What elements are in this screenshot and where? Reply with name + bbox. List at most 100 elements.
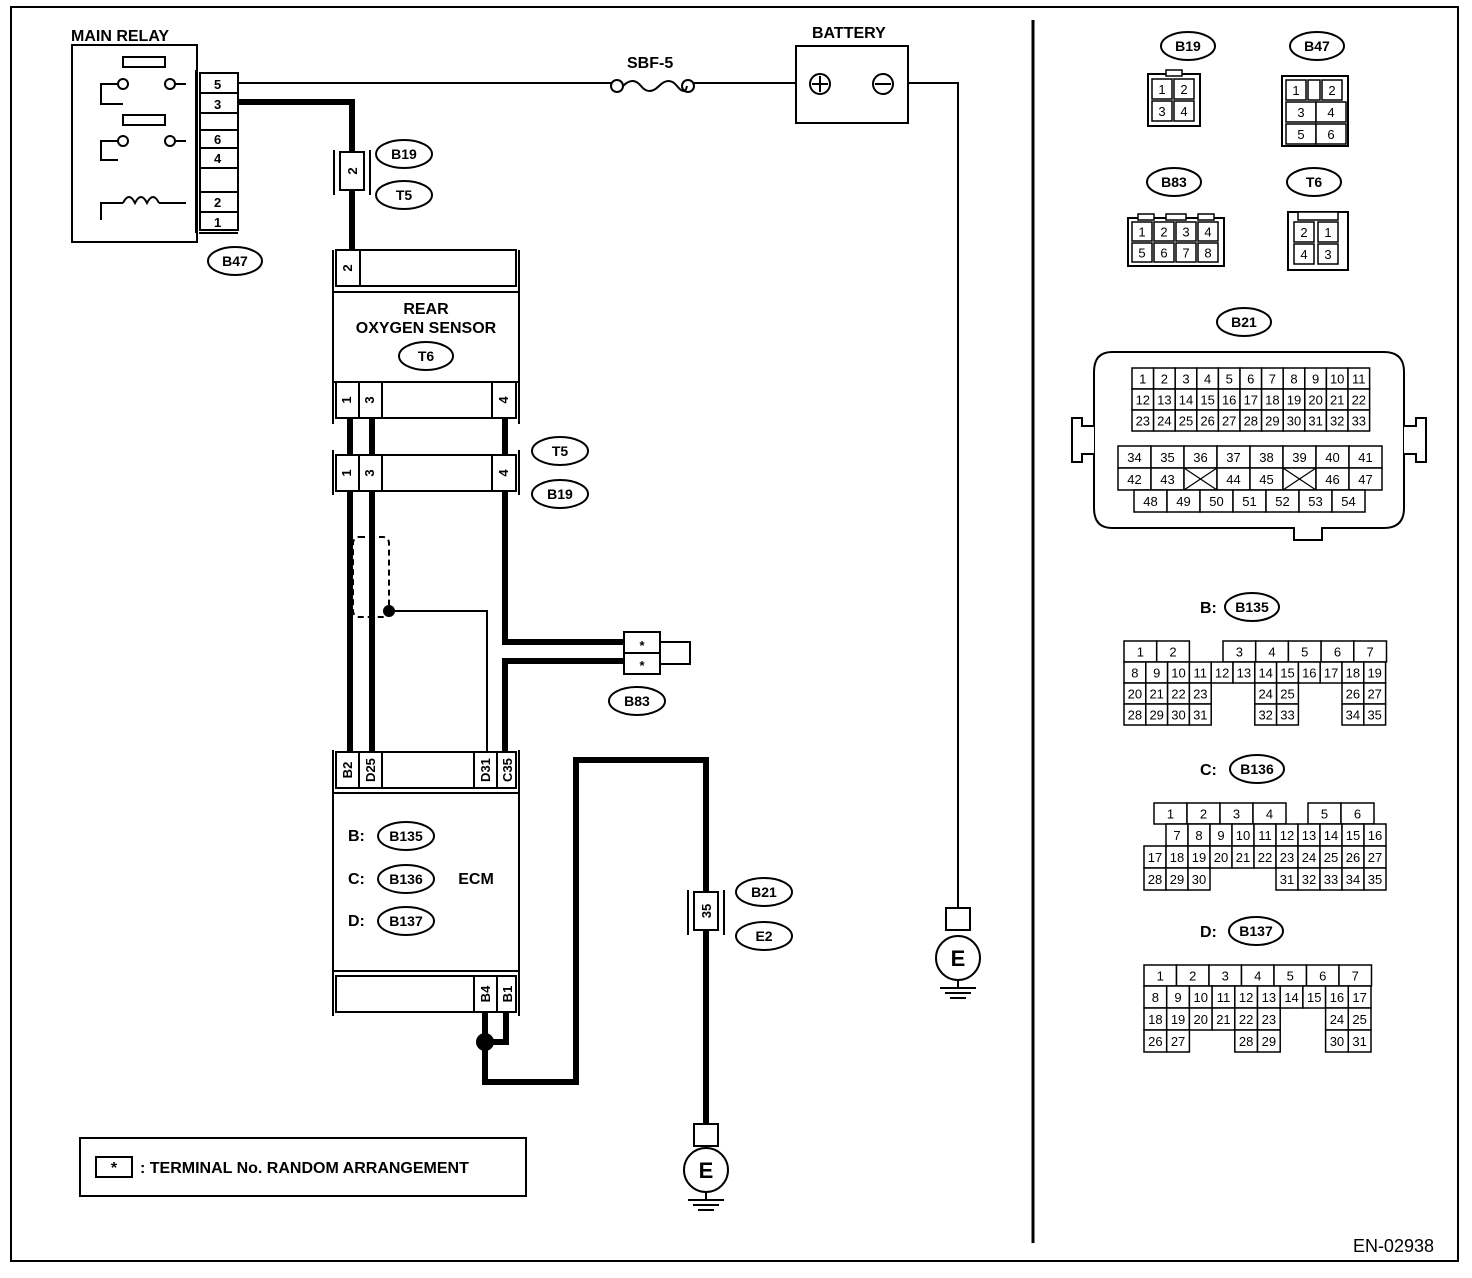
face-b136-pin-12-text: 12 [1280, 828, 1294, 843]
face-b19-pin-2 [1173, 78, 1195, 100]
face-b137-pin-30-text: 30 [1330, 1034, 1344, 1049]
face-t6-pin-3 [1317, 243, 1339, 265]
face-b136-pin-18-text: 18 [1170, 850, 1184, 865]
face-b83-pin-8-text: 8 [1204, 246, 1211, 261]
face-b21-pin-16-text: 16 [1222, 393, 1236, 408]
face-b19-pin-4 [1173, 100, 1195, 122]
face-b21-pin-17-text: 17 [1244, 393, 1258, 408]
face-b135-pin-22-text: 22 [1171, 687, 1185, 702]
face-b47-label: B47 [1304, 38, 1330, 54]
face-b136-pin-6-text: 6 [1354, 807, 1361, 822]
face-b21-pin-38-text: 38 [1259, 450, 1273, 465]
face-b21-pin-29-text: 29 [1265, 414, 1279, 429]
b83-terminal-a: * [639, 638, 645, 653]
face-b136-pin-13-text: 13 [1302, 828, 1316, 843]
face-b135-pin-35-text: 35 [1367, 708, 1381, 723]
face-b83-pin-4-text: 4 [1204, 225, 1211, 240]
face-b137-pin-9-text: 9 [1174, 990, 1181, 1005]
face-b135-pin-17-text: 17 [1324, 666, 1338, 681]
face-b135-pin-3-text: 3 [1236, 645, 1243, 660]
inline-b21-id: B21 [751, 884, 777, 900]
face-b137-pin-10-text: 10 [1194, 990, 1208, 1005]
face-b137-label: B137 [1239, 923, 1273, 939]
face-b83-pin-1 [1131, 221, 1153, 242]
face-b83-pin-3 [1175, 221, 1197, 242]
face-t6-label: T6 [1306, 174, 1323, 190]
o2-terminal-3: 3 [362, 396, 377, 403]
face-b137-pin-16-text: 16 [1330, 990, 1344, 1005]
face-b135-pin-5-text: 5 [1301, 645, 1308, 660]
face-b21-pin-42-text: 42 [1127, 472, 1141, 487]
outer-frame [10, 6, 1459, 1262]
face-b83-pin-1-text: 1 [1138, 225, 1145, 240]
face-b21-pin-2-text: 2 [1161, 372, 1168, 387]
face-b135-pin-35 [1363, 703, 1387, 726]
face-b136-pin-31-text: 31 [1280, 872, 1294, 887]
face-b135-pin-32-text: 32 [1258, 708, 1272, 723]
face-t6-pin-4 [1293, 243, 1315, 265]
face-b137-pin-8-text: 8 [1152, 990, 1159, 1005]
face-b21-pin-35-text: 35 [1160, 450, 1174, 465]
face-b137-pin-28-text: 28 [1239, 1034, 1253, 1049]
face-b21-oval [1216, 307, 1272, 337]
fuse-label: SBF-5 [627, 55, 673, 72]
relay-terminal-2: 2 [214, 195, 221, 210]
t5-terminal-1: 1 [339, 469, 354, 476]
face-b21-pin-51-text: 51 [1242, 494, 1256, 509]
face-b19-pin-1 [1151, 78, 1173, 100]
face-b21-pin-6-text: 6 [1247, 372, 1254, 387]
face-b21-pin-3-text: 3 [1182, 372, 1189, 387]
face-b135-oval [1224, 592, 1280, 622]
face-b83-pin-7-text: 7 [1182, 246, 1189, 261]
face-b135-pin-10-text: 10 [1171, 666, 1185, 681]
face-b135-pin-33-text: 33 [1280, 708, 1294, 723]
figure-id: EN-02938 [1353, 1236, 1434, 1256]
face-b135-pin-14-text: 14 [1258, 666, 1272, 681]
o2-label-line1: REAR [403, 301, 449, 318]
face-b137-pin-27 [1165, 1029, 1191, 1053]
legend-text: : TERMINAL No. RANDOM ARRANGEMENT [140, 1160, 469, 1177]
face-b136-pin-17-text: 17 [1148, 850, 1162, 865]
face-t6-pin-2 [1293, 221, 1315, 243]
face-t6-pin-1-text: 1 [1324, 225, 1331, 240]
face-b21-pin-5-text: 5 [1226, 372, 1233, 387]
b19-t5-inline-connector: 2 B19 T5 [333, 139, 433, 210]
face-b21-pin-34-text: 34 [1127, 450, 1141, 465]
face-b19-pin-3 [1151, 100, 1173, 122]
face-b21-pin-22-text: 22 [1352, 393, 1366, 408]
face-b21-pin-13-text: 13 [1157, 393, 1171, 408]
face-b21-pin-4-text: 4 [1204, 372, 1211, 387]
t5-terminal-3: 3 [362, 469, 377, 476]
face-b83-pin-6-text: 6 [1160, 246, 1167, 261]
face-b137-pin-13-text: 13 [1262, 990, 1276, 1005]
face-b136-pin-35-text: 35 [1368, 872, 1382, 887]
face-b136-oval [1229, 754, 1285, 784]
face-b21-pin-52-text: 52 [1275, 494, 1289, 509]
face-b21-pin-1-text: 1 [1139, 372, 1146, 387]
o2-terminal-1: 1 [339, 396, 354, 403]
t5-b19-connector: 1 3 4 T5 B19 [332, 436, 589, 509]
b83-terminal-b: * [639, 658, 645, 673]
face-b136-pin-20-text: 20 [1214, 850, 1228, 865]
face-b136-pin-33-text: 33 [1324, 872, 1338, 887]
face-b135-pin-31-text: 31 [1193, 708, 1207, 723]
face-b136-pin-35 [1363, 867, 1387, 891]
face-b21-pin-28-text: 28 [1244, 414, 1258, 429]
face-b135-pin-16-text: 16 [1302, 666, 1316, 681]
face-b21-pin-45-text: 45 [1259, 472, 1273, 487]
battery-label: BATTERY [812, 25, 886, 42]
face-b137-oval [1228, 916, 1284, 946]
face-b21-pin-27-text: 27 [1222, 414, 1236, 429]
face-b21-pin-24-text: 24 [1157, 414, 1171, 429]
face-t6-pin-4-text: 4 [1300, 247, 1307, 262]
ecm-d-prefix: D: [348, 913, 365, 930]
face-b137-pin-31 [1347, 1029, 1372, 1053]
ecm-terminal-b2: B2 [340, 762, 355, 779]
face-b47-pin-2 [1321, 79, 1343, 101]
face-b136-pin-34-text: 34 [1346, 872, 1360, 887]
face-b21-pin-39-text: 39 [1292, 450, 1306, 465]
ecm: B2 D25 D31 C35 B: B135 C: B136 ECM D: B1… [332, 750, 520, 1016]
face-b135-pin-20-text: 20 [1128, 687, 1142, 702]
face-b47-oval [1289, 31, 1345, 61]
